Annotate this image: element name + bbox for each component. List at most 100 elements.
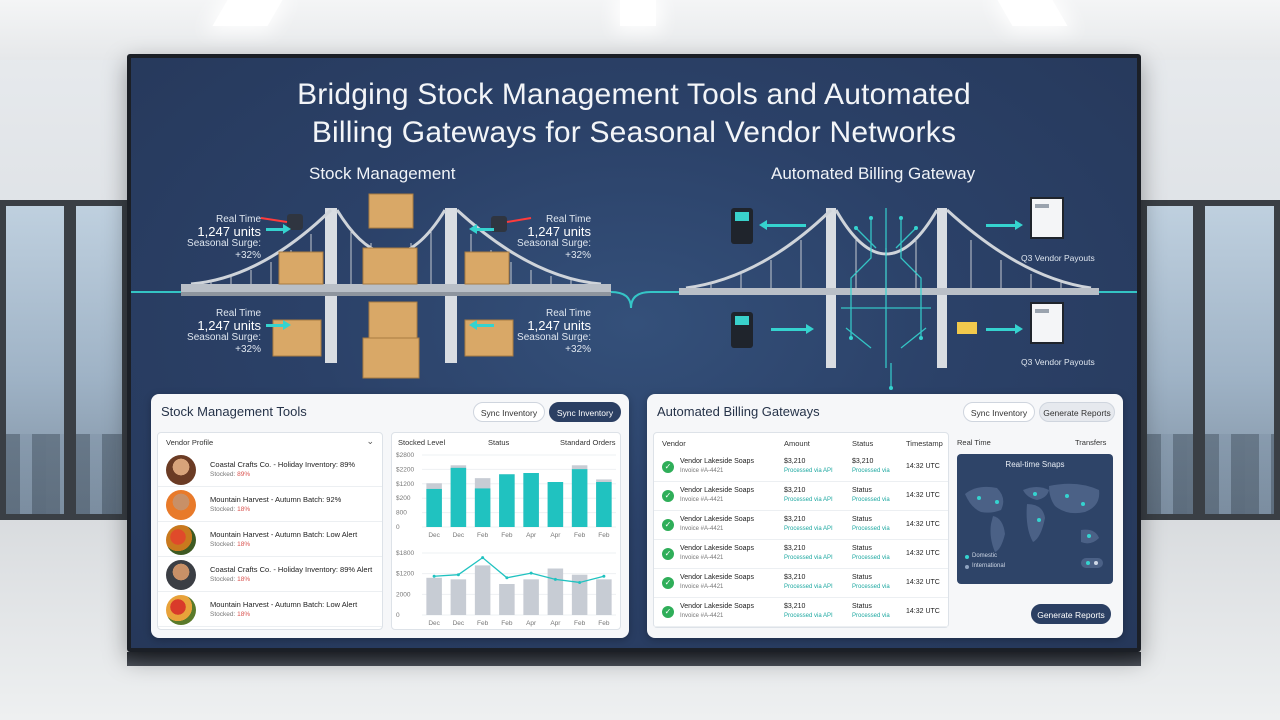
timestamp: 14:32 UTC — [906, 550, 940, 557]
y-tick-label: 2000 — [396, 591, 411, 598]
amount: $3,210 — [784, 603, 806, 610]
vendor-row[interactable]: Mountain Harvest - Autumn Batch: Low Ale… — [158, 593, 382, 627]
chevron-down-icon[interactable]: ⌄ — [366, 436, 374, 446]
amount-sub: Processed via API — [784, 468, 833, 474]
amount-col-header: Amount — [784, 439, 810, 448]
x-tick-label: Dec — [453, 620, 465, 627]
vendor-name: Vendor Lakeside Soaps — [680, 487, 754, 494]
window-left — [0, 200, 70, 520]
stock-panel: Stock Management Tools Sync Inventory Sy… — [151, 394, 629, 638]
amount-sub: Processed via API — [784, 584, 833, 590]
window-left-2 — [70, 200, 128, 520]
stock-label-bottom-left: Real Time 1,247 units Seasonal Surge: +3… — [187, 308, 261, 355]
x-tick-label: Feb — [598, 532, 610, 539]
trend-point — [602, 574, 606, 578]
invoice-id: Invoice #A-4421 — [680, 555, 724, 561]
status-sub: Processed via — [852, 555, 890, 561]
trend-point — [456, 573, 460, 577]
status-sub: Processed via — [852, 526, 890, 532]
bar-orders — [596, 579, 612, 615]
bar-orders — [523, 579, 539, 615]
bar-orders — [426, 577, 442, 615]
world-map[interactable]: Real-time Snaps — [957, 454, 1113, 584]
x-tick-label: Feb — [477, 532, 489, 539]
y-tick-label: $200 — [396, 495, 411, 502]
sync-inventory-button[interactable]: Sync Inventory — [963, 402, 1035, 422]
standard-orders-header: Standard Orders — [560, 438, 616, 447]
bridge-illustration — [131, 193, 1137, 390]
trend-point — [481, 556, 485, 560]
amount-sub: Processed via API — [784, 555, 833, 561]
x-tick-label: Apr — [550, 532, 561, 539]
ceiling-light — [620, 0, 656, 26]
realtime-header: Real Time — [957, 438, 991, 447]
x-tick-label: Feb — [501, 532, 513, 539]
y-tick-label: $1200 — [396, 481, 414, 488]
x-tick-label: Feb — [477, 620, 489, 627]
world-map-graphic — [965, 483, 1103, 569]
amount: $3,210 — [784, 516, 806, 523]
bar-stocked — [571, 469, 588, 527]
y-tick-label: $1200 — [396, 571, 414, 578]
vendor-row[interactable]: Coastal Crafts Co. - Holiday Inventory: … — [158, 453, 382, 487]
sync-inventory-primary-button[interactable]: Sync Inventory — [549, 402, 621, 422]
bar-stocked — [474, 488, 491, 527]
transfers-header: Transfers — [1075, 438, 1107, 447]
invoice-id: Invoice #A-4421 — [680, 468, 724, 474]
status-sub: Processed via — [852, 497, 890, 503]
vendor-row[interactable]: Mountain Harvest - Autumn Batch: Low Ale… — [158, 523, 382, 557]
timestamp: 14:32 UTC — [906, 492, 940, 499]
y-tick-label: 0 — [396, 524, 400, 531]
billing-panel-title: Automated Billing Gateways — [657, 404, 820, 419]
check-circle-icon: ✓ — [662, 606, 674, 618]
bar-stocked — [523, 473, 539, 527]
arrow-icon — [266, 224, 291, 234]
payout-label-1: Q3 Vendor Payouts — [1021, 253, 1095, 263]
x-tick-label: Feb — [574, 532, 586, 539]
status: Status — [852, 574, 872, 581]
vendor-name: Vendor Lakeside Soaps — [680, 603, 754, 610]
arrow-icon — [986, 220, 1023, 230]
x-tick-label: Feb — [598, 620, 610, 627]
payout-label-2: Q3 Vendor Payouts — [1021, 357, 1095, 367]
sync-inventory-button[interactable]: Sync Inventory — [473, 402, 545, 422]
billing-panel: Automated Billing Gateways Sync Inventor… — [647, 394, 1123, 638]
display-screen: Bridging Stock Management Tools and Auto… — [127, 54, 1141, 652]
check-circle-icon: ✓ — [662, 548, 674, 560]
x-tick-label: Apr — [526, 532, 537, 539]
x-tick-label: Apr — [526, 620, 537, 627]
vendor-name: Vendor Lakeside Soaps — [680, 574, 754, 581]
generate-reports-toggle[interactable]: Generate Reports — [1039, 402, 1115, 422]
bar-orders — [474, 565, 491, 615]
map-title: Real-time Snaps — [1005, 460, 1065, 469]
y-tick-label: $1800 — [396, 550, 414, 557]
trend-point — [553, 577, 557, 581]
status-sub: Processed via — [852, 613, 890, 619]
status-sub: Processed via — [852, 468, 890, 474]
bar-stocked — [426, 488, 442, 527]
stock-section-title: Stock Management — [309, 164, 456, 183]
bar-orders — [450, 579, 467, 615]
window-right-2 — [1199, 200, 1280, 520]
generate-reports-button[interactable]: Generate Reports — [1031, 604, 1111, 624]
vendor-name: Vendor Lakeside Soaps — [680, 458, 754, 465]
vendor-row[interactable]: Coastal Crafts Co. - Holiday Inventory: … — [158, 558, 382, 592]
x-tick-label: Feb — [574, 620, 586, 627]
vendor-row[interactable]: Mountain Harvest - Autumn Batch: 92% Sto… — [158, 488, 382, 522]
bar-orders — [547, 568, 564, 615]
stock-label-bottom-right: Real Time 1,247 units Seasonal Surge: +3… — [517, 308, 591, 355]
y-tick-label: $2200 — [396, 466, 414, 473]
screen-stand — [127, 652, 1141, 666]
trend-point — [432, 574, 436, 578]
bar-stocked — [450, 467, 467, 527]
stock-chart-card: Stocked Level Status Standard Orders $28… — [391, 432, 621, 630]
y-tick-label: 0 — [396, 612, 400, 619]
status: $3,210 — [852, 458, 874, 465]
arrow-icon — [759, 220, 806, 230]
